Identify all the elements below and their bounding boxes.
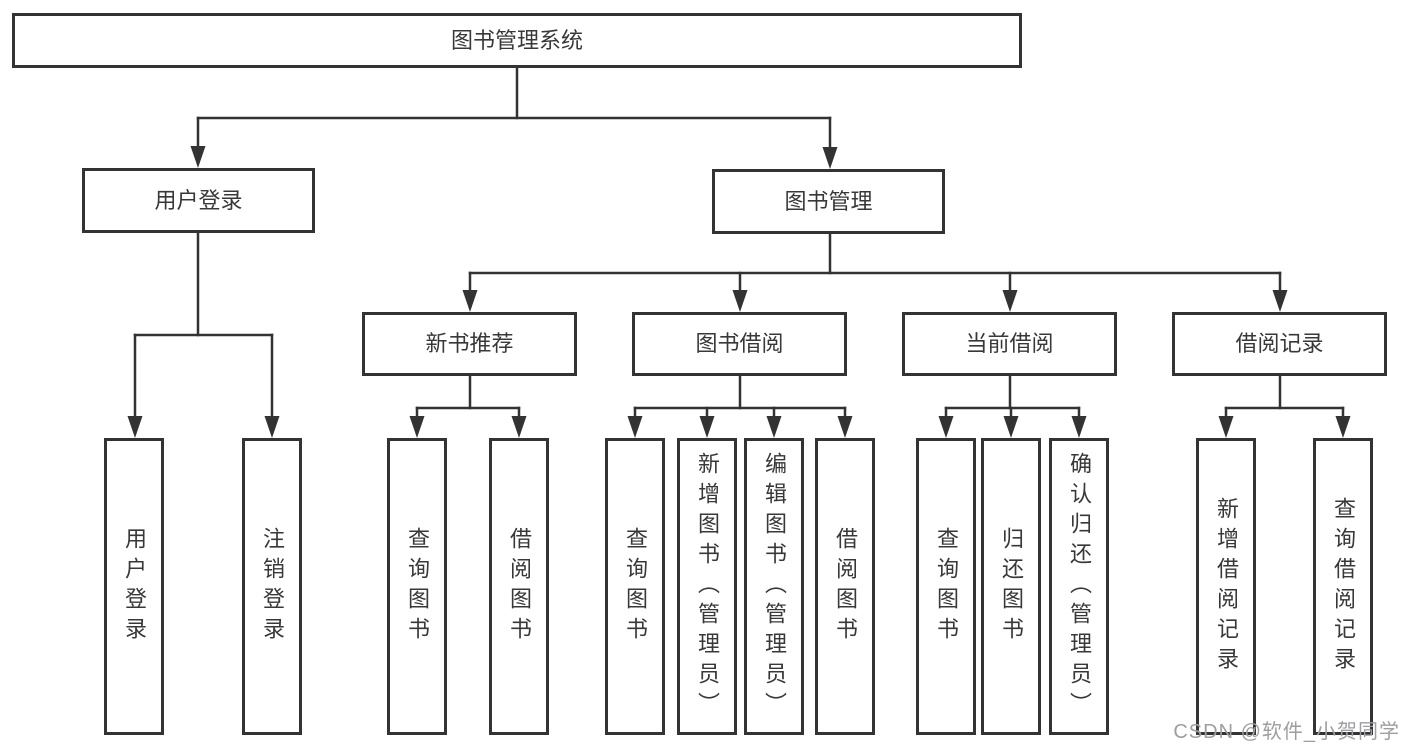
connector-current-borrowing-split <box>938 374 1087 438</box>
node-edit-books-admin: 编辑图书（管理员） <box>744 438 804 735</box>
arrowhead <box>732 290 748 312</box>
node-logout: 注销登录 <box>242 438 302 735</box>
arrowhead <box>409 416 425 438</box>
arrowhead <box>822 147 838 169</box>
arrowhead <box>699 416 715 438</box>
node-query-borrow-record: 查询借阅记录 <box>1313 438 1373 735</box>
arrowhead <box>938 416 954 438</box>
node-user-login-leaf: 用户登录 <box>104 438 164 735</box>
node-current-borrowing: 当前借阅 <box>902 312 1117 376</box>
node-add-borrow-record: 新增借阅记录 <box>1196 438 1256 735</box>
node-new-book-recommend: 新书推荐 <box>362 312 577 376</box>
node-confirm-return-admin: 确认归还（管理员） <box>1049 438 1109 735</box>
node-book-management: 图书管理 <box>712 169 945 234</box>
node-query-books-current: 查询图书 <box>916 438 976 735</box>
node-library-management-system: 图书管理系统 <box>12 13 1022 68</box>
arrowhead <box>1002 290 1018 312</box>
arrowhead <box>190 146 206 168</box>
node-user-login: 用户登录 <box>82 168 315 233</box>
arrowhead <box>127 416 143 438</box>
node-borrow-books-borrowing: 借阅图书 <box>815 438 875 735</box>
node-borrow-books-recommend: 借阅图书 <box>489 438 549 735</box>
node-query-books-recommend: 查询图书 <box>387 438 447 735</box>
arrowhead <box>1218 416 1234 438</box>
arrowhead <box>264 416 280 438</box>
connector-root-to-level2 <box>190 66 838 169</box>
arrowhead <box>1272 290 1288 312</box>
connector-book-management-split <box>462 232 1288 312</box>
connector-new-book-recommend-split <box>409 374 527 438</box>
arrowhead <box>766 416 782 438</box>
arrowhead <box>462 290 478 312</box>
connector-borrowing-records-split <box>1218 374 1351 438</box>
arrowhead <box>837 416 853 438</box>
arrowhead <box>627 416 643 438</box>
node-borrowing-records: 借阅记录 <box>1172 312 1387 376</box>
arrowhead <box>511 416 527 438</box>
arrowhead <box>1335 416 1351 438</box>
csdn-watermark: CSDN @软件_小贺同学 <box>1173 721 1400 743</box>
node-add-books-admin: 新增图书（管理员） <box>677 438 737 735</box>
node-book-borrowing: 图书借阅 <box>632 312 847 376</box>
arrowhead <box>1071 416 1087 438</box>
node-query-books-borrowing: 查询图书 <box>605 438 665 735</box>
connector-user-login-split <box>127 231 280 438</box>
node-return-books: 归还图书 <box>981 438 1041 735</box>
arrowhead <box>1003 416 1019 438</box>
connector-book-borrowing-split <box>627 374 853 438</box>
